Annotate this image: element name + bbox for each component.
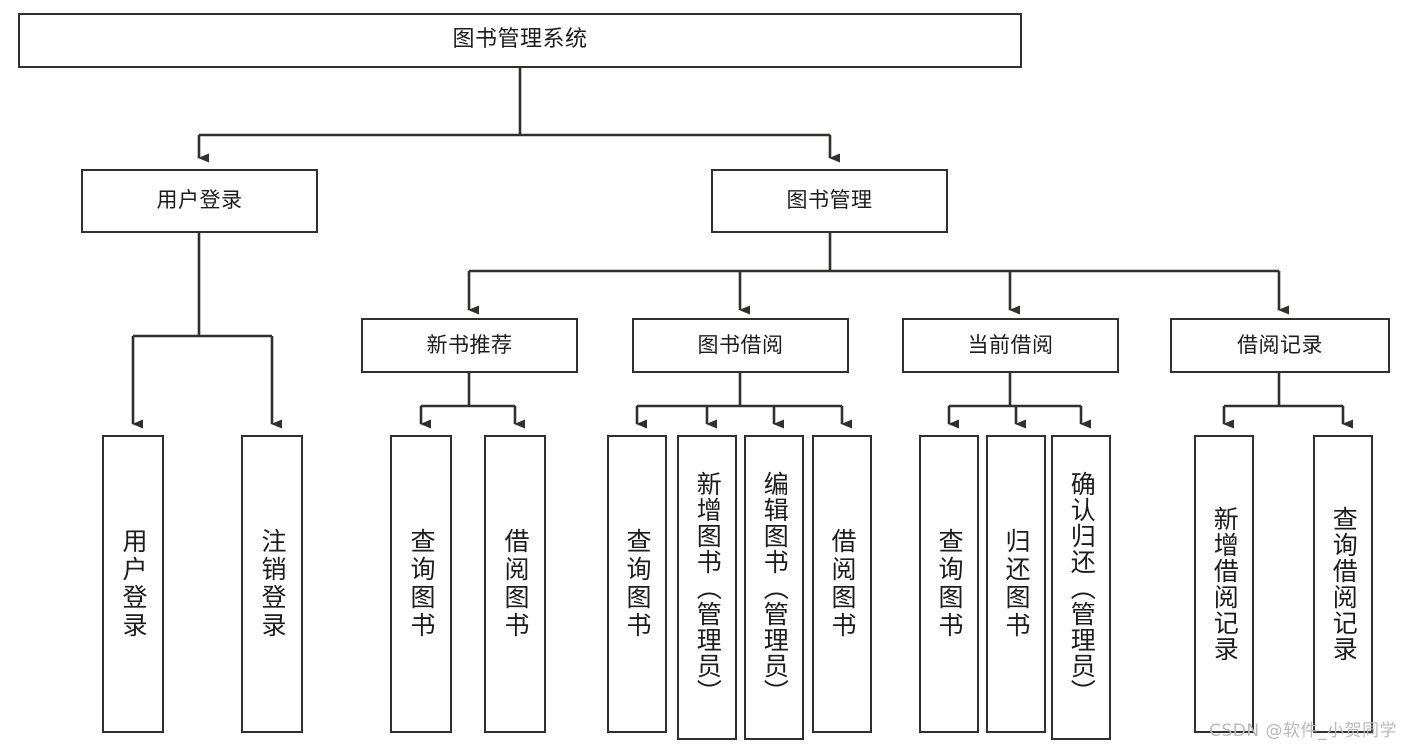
node-leaf-return-book[interactable]: 归还图书 (986, 435, 1046, 733)
node-label: 当前借阅 (967, 332, 1054, 357)
node-leaf-edit-book[interactable]: 编辑图书（管理员） (744, 435, 804, 740)
node-leaf-add-book[interactable]: 新增图书（管理员） (677, 435, 737, 740)
node-label: 借阅图书 (828, 528, 857, 640)
node-book-borrow[interactable]: 图书借阅 (632, 318, 849, 373)
node-new-book-recommend[interactable]: 新书推荐 (361, 318, 578, 373)
node-label: 查询借阅记录 (1329, 506, 1359, 662)
node-label: 借阅记录 (1237, 332, 1323, 357)
node-label: 注销登录 (258, 528, 287, 640)
node-label: 新书推荐 (426, 332, 513, 357)
node-label: 查询图书 (935, 528, 964, 640)
watermark-text: CSDN @软件_小贺同学 (1209, 721, 1397, 741)
node-label: 新增图书（管理员） (693, 470, 723, 705)
node-label: 借阅图书 (501, 528, 530, 640)
node-book-manage[interactable]: 图书管理 (711, 169, 948, 233)
node-label: 图书管理 (786, 188, 873, 213)
node-leaf-confirm-return[interactable]: 确认归还（管理员） (1051, 435, 1111, 740)
node-leaf-query-record[interactable]: 查询借阅记录 (1313, 435, 1373, 733)
node-label: 用户登录 (156, 188, 243, 213)
node-label: 编辑图书（管理员） (760, 470, 790, 705)
node-leaf-borrow-book-1[interactable]: 借阅图书 (484, 435, 546, 733)
node-leaf-query-book-1[interactable]: 查询图书 (390, 435, 452, 733)
node-leaf-user-logout[interactable]: 注销登录 (241, 435, 303, 733)
node-label: 确认归还（管理员） (1067, 470, 1097, 705)
node-label: 图书借阅 (697, 332, 784, 357)
node-leaf-add-record[interactable]: 新增借阅记录 (1194, 435, 1254, 733)
node-label: 新增借阅记录 (1210, 506, 1240, 662)
node-leaf-query-book-2[interactable]: 查询图书 (607, 435, 667, 733)
node-label: 查询图书 (623, 528, 652, 640)
node-borrow-record[interactable]: 借阅记录 (1170, 318, 1390, 373)
node-leaf-borrow-book-2[interactable]: 借阅图书 (812, 435, 872, 733)
node-label: 查询图书 (407, 528, 436, 640)
node-leaf-query-book-3[interactable]: 查询图书 (919, 435, 979, 733)
node-label: 用户登录 (119, 528, 148, 640)
node-current-borrow[interactable]: 当前借阅 (902, 318, 1119, 373)
node-label: 图书管理系统 (452, 27, 588, 53)
node-root-book-management-system[interactable]: 图书管理系统 (18, 13, 1022, 68)
node-label: 归还图书 (1002, 528, 1031, 640)
node-user-login[interactable]: 用户登录 (81, 169, 318, 233)
node-leaf-user-login[interactable]: 用户登录 (102, 435, 164, 733)
